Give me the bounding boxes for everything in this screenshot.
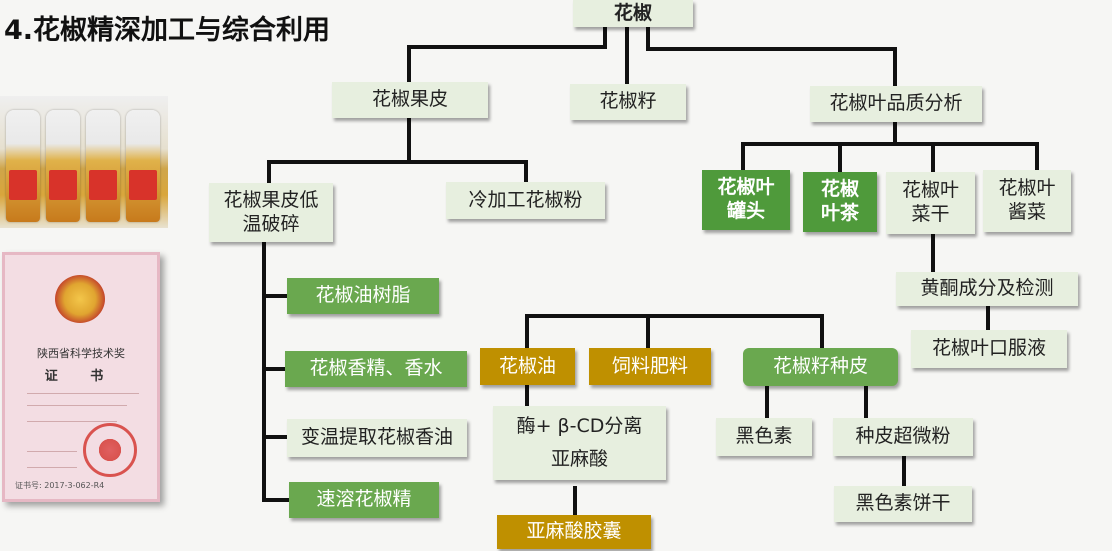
node-leaf-dried: 花椒叶 菜干 (886, 172, 975, 234)
node-enzyme-separation: 酶+ β-CD分离 亚麻酸 (493, 406, 666, 480)
node-root: 花椒 (573, 0, 693, 27)
node-leaf-tea: 花椒 叶茶 (803, 172, 877, 232)
node-seed: 花椒籽 (570, 84, 686, 120)
node-melanin-biscuit: 黑色素饼干 (834, 486, 972, 522)
node-essence-perfume: 花椒香精、香水 (285, 351, 467, 387)
node-linolenic-capsule: 亚麻酸胶囊 (497, 515, 651, 549)
node-peel-lowtemp-crush: 花椒果皮低 温破碎 (209, 183, 333, 242)
node-cold-powder: 冷加工花椒粉 (446, 182, 605, 219)
node-flavonoid: 黄酮成分及检测 (896, 272, 1078, 306)
node-feed-fertilizer: 饲料肥料 (589, 348, 711, 385)
node-leaf-sauce: 花椒叶 酱菜 (983, 170, 1071, 232)
node-leaf-quality: 花椒叶品质分析 (810, 86, 982, 122)
node-leaf-can: 花椒叶 罐头 (702, 170, 790, 230)
node-seed-coat: 花椒籽种皮 (743, 348, 898, 386)
node-leaf-oral-liquid: 花椒叶口服液 (911, 330, 1067, 368)
node-melanin: 黑色素 (716, 418, 812, 456)
node-vartemp-oil: 变温提取花椒香油 (287, 419, 467, 457)
node-instant-essence: 速溶花椒精 (289, 482, 439, 518)
node-seed-oil: 花椒油 (480, 348, 575, 385)
node-oleoresin: 花椒油树脂 (287, 278, 439, 314)
node-coat-superfine-powder: 种皮超微粉 (833, 418, 973, 456)
node-peel: 花椒果皮 (332, 82, 488, 118)
